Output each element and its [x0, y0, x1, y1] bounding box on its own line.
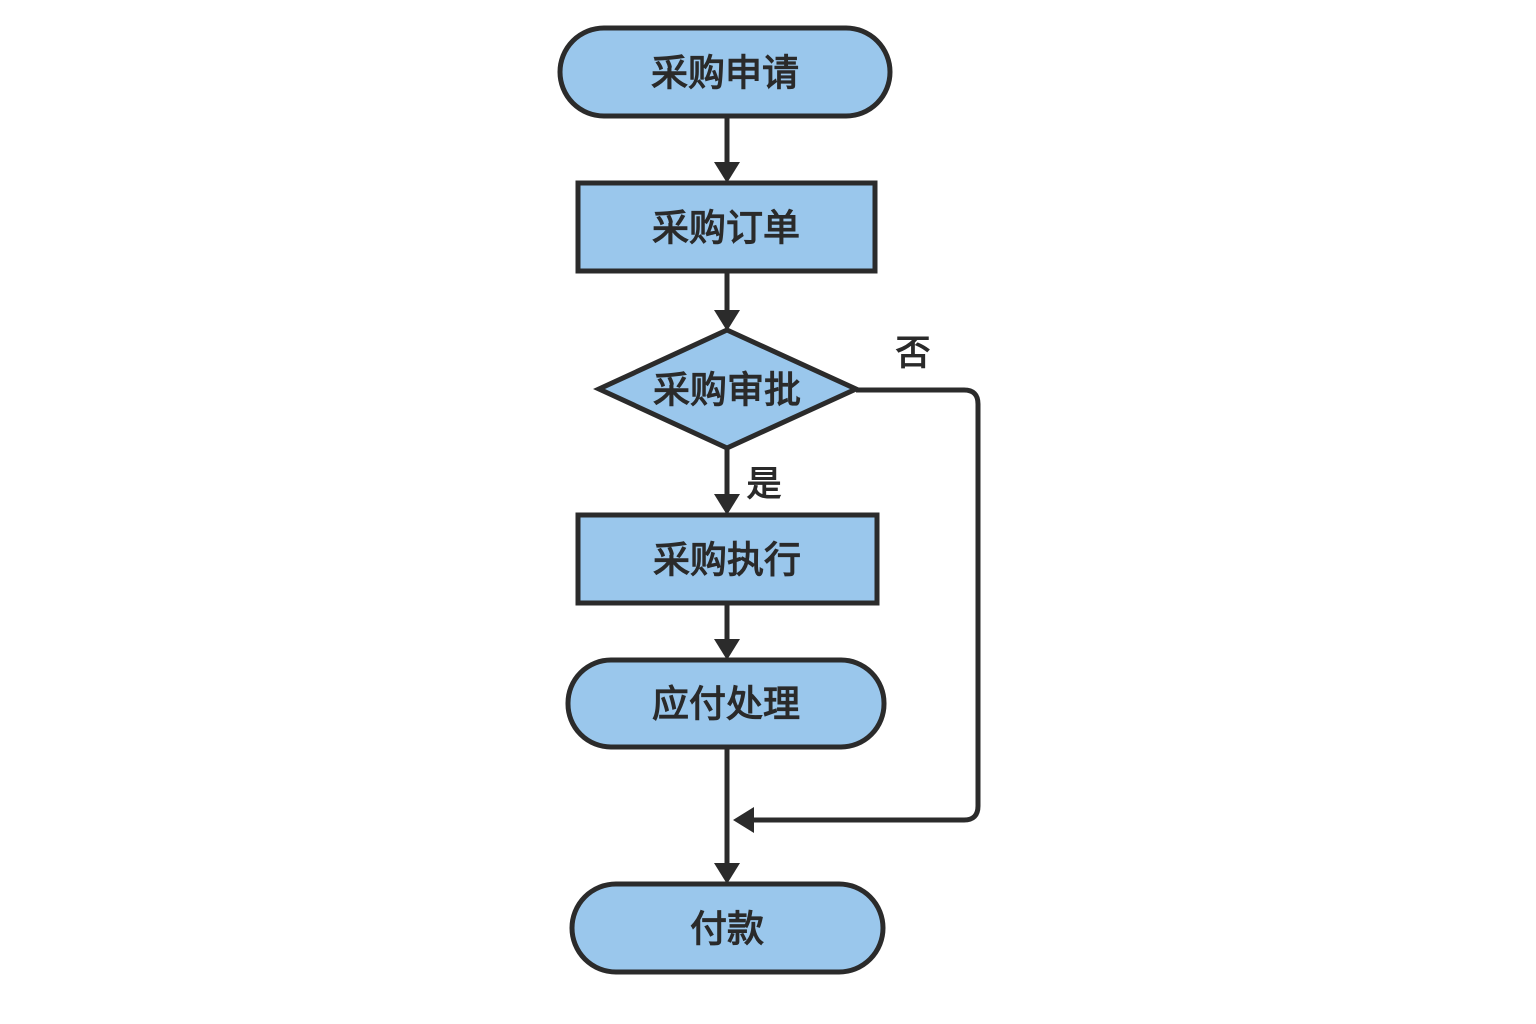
purchase-request-shape [557, 25, 893, 119]
arrowhead-down-icon [714, 494, 740, 515]
arrowhead-down-icon [714, 639, 740, 660]
arrowhead-down-icon [714, 162, 740, 183]
edge-request-to-order [714, 116, 740, 183]
node-purchase-order: 采购订单 [575, 180, 878, 274]
edge-order-to-approval [714, 271, 740, 331]
edge-label-no: 否 [895, 334, 930, 374]
payment-label: 付款 [690, 908, 764, 951]
node-payment: 付款 [569, 881, 886, 975]
arrowhead-down-icon [714, 310, 740, 331]
node-purchase-approval: 采购审批 [593, 327, 863, 451]
purchase-execution-shape [575, 512, 880, 606]
arrowhead-left-icon [733, 807, 754, 833]
edge-execution-to-payables [714, 603, 740, 660]
purchase-approval-label: 采购审批 [653, 369, 801, 412]
node-payables-processing: 应付处理 [565, 657, 887, 750]
purchase-execution-label: 采购执行 [653, 539, 801, 582]
edge-approval-no-bypass: 否 [733, 334, 981, 833]
edges: 是 否 [714, 116, 981, 884]
edge-label-yes: 是 [746, 465, 781, 505]
payment-shape [569, 881, 886, 975]
payables-processing-shape [565, 657, 887, 750]
purchase-request-label: 采购申请 [651, 52, 799, 95]
edge-approval-to-execution: 是 [714, 448, 782, 515]
edge-path [753, 387, 981, 823]
arrowhead-down-icon [714, 863, 740, 884]
node-purchase-execution: 采购执行 [575, 512, 880, 606]
purchase-approval-shape [593, 327, 863, 451]
purchase-order-label: 采购订单 [652, 207, 800, 250]
payables-processing-label: 应付处理 [652, 683, 800, 726]
nodes: 采购申请 采购订单 采购审批 采购执行 应付处理 付款 [557, 25, 893, 975]
node-purchase-request: 采购申请 [557, 25, 893, 119]
edge-payables-to-payment [714, 747, 740, 884]
purchase-order-shape [575, 180, 878, 274]
